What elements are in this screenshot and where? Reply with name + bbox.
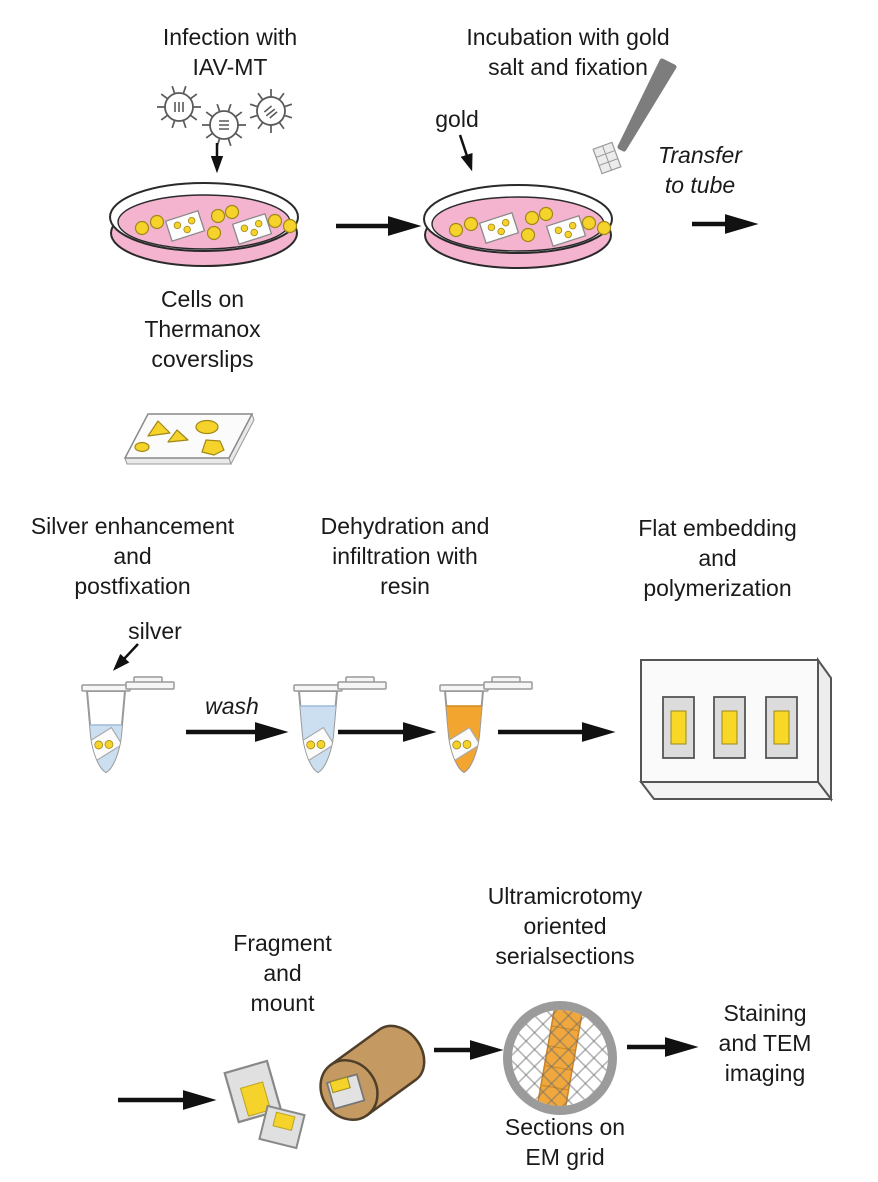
microcentrifuge-tube-icon-3 — [439, 676, 533, 774]
step-label-flat-embedding: Flat embedding and polymerization — [638, 515, 797, 601]
coverslip-sheet-icon — [123, 412, 255, 466]
step-label-incubation: Incubation with gold salt and fixation — [466, 24, 670, 80]
virus-particles-icon — [157, 85, 293, 147]
resin-cylinder-icon — [319, 1024, 426, 1121]
caption-sections-on-grid: Sections on EM grid — [504, 1114, 626, 1170]
annotation-wash: wash — [205, 693, 259, 719]
caption-cells-on-coverslips: Cells on Thermanox coverslips — [144, 286, 261, 372]
petri-dish-icon-2 — [423, 184, 613, 269]
coverslip-in-dish-icon — [231, 212, 273, 246]
microcentrifuge-tube-icon-2 — [293, 676, 387, 774]
step-label-ultramicrotomy: Ultramicrotomy oriented serialsections — [487, 883, 643, 969]
coverslip-in-dish-icon — [164, 209, 206, 243]
tweezers-icon — [592, 58, 677, 175]
annotation-arrow-silver — [112, 643, 139, 671]
annotation-gold: gold — [435, 106, 479, 132]
petri-dish-icon-1 — [109, 182, 299, 267]
resin-fragment-icon — [258, 1104, 306, 1150]
step-label-infection: Infection with IAV-MT — [162, 24, 298, 80]
step-label-transfer: Transfer to tube — [658, 142, 742, 198]
coverslip-in-dish-icon — [545, 214, 587, 248]
step-label-silver-enhancement: Silver enhancement and postfixation — [30, 513, 235, 599]
step-label-dehydration: Dehydration and infiltration with resin — [320, 513, 490, 599]
annotation-arrow-gold — [458, 134, 473, 172]
annotation-silver: silver — [128, 618, 182, 644]
embedding-block-icon — [638, 656, 834, 802]
microcentrifuge-tube-icon-1 — [81, 676, 175, 774]
step-label-fragment-mount: Fragment and mount — [233, 930, 332, 1016]
coverslip-in-dish-icon — [478, 211, 520, 245]
step-label-staining-tem: Staining and TEM imaging — [718, 1000, 812, 1086]
em-grid-icon — [503, 1001, 617, 1115]
